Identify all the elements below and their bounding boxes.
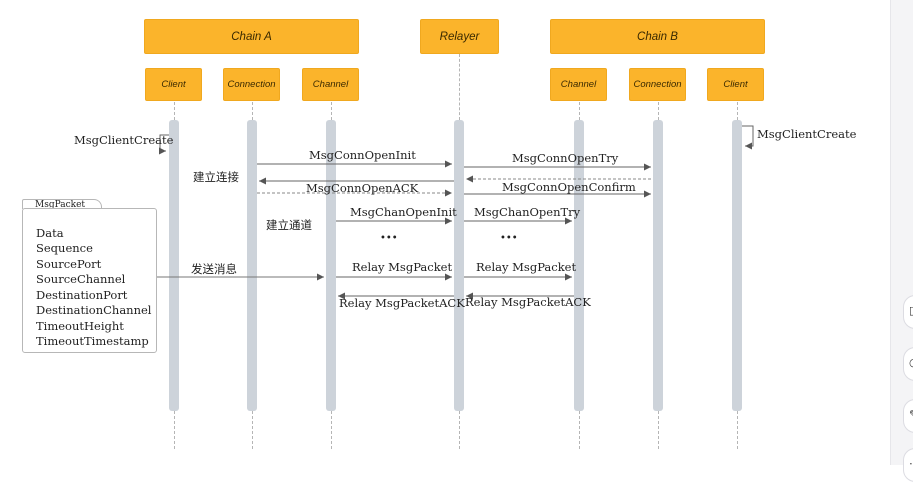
chan-open-try-label: MsgChanOpenTry [474, 205, 581, 219]
lifeline-a-connection [252, 102, 253, 120]
relay-packet-left-label: Relay MsgPacket [352, 260, 453, 274]
client-create-b-loop [742, 125, 754, 150]
right-toolbar: ▯ ◔ ✎ ⋯ [890, 0, 913, 482]
b-connection-lane [653, 120, 663, 411]
msgpacket-card [22, 208, 157, 353]
relayer-header: Relayer [420, 19, 499, 54]
a-client-lane [169, 120, 179, 411]
client-create-a-loop [159, 134, 169, 155]
b-client-lane [732, 120, 742, 411]
packet-field: SourceChannel [36, 272, 126, 286]
lifeline-b-client-bottom [737, 411, 738, 449]
packet-field: DestinationChannel [36, 303, 152, 317]
b-connection-module: Connection [629, 68, 686, 101]
lifeline-b-channel-bottom [579, 411, 580, 449]
a-channel-lane [326, 120, 336, 411]
phase-establish-channel: 建立通道 [266, 218, 312, 232]
sequence-diagram: Chain A Relayer Chain B Client Connectio… [22, 19, 857, 449]
translate-icon: ✎ [909, 408, 913, 421]
lifeline-a-channel-bottom [331, 411, 332, 449]
phase-send-message: 发送消息 [191, 262, 237, 276]
phase-establish-connection: 建立连接 [193, 170, 239, 184]
lifeline-a-client-bottom [174, 411, 175, 449]
ellipsis-left: ••• [380, 233, 398, 244]
msgpacket-title: MsgPacket [22, 199, 102, 210]
chan-open-init-label: MsgChanOpenInit [350, 205, 457, 219]
more-icon: ⋯ [909, 457, 913, 470]
chain-a-header: Chain A [144, 19, 359, 54]
a-connection-lane [247, 120, 257, 411]
a-client-module: Client [145, 68, 202, 101]
lifeline-a-connection-bottom [252, 411, 253, 449]
lifeline-b-channel [579, 102, 580, 120]
packet-field: TimeoutHeight [36, 319, 124, 333]
packet-field: Sequence [36, 241, 93, 255]
panel-toggle-button[interactable]: ▯ [903, 295, 913, 329]
ellipsis-right: ••• [500, 233, 518, 244]
b-channel-module: Channel [550, 68, 607, 101]
conn-open-init-label: MsgConnOpenInit [309, 148, 416, 162]
comment-button[interactable]: ◔ [903, 347, 913, 381]
conn-open-confirm-label: MsgConnOpenConfirm [502, 180, 636, 194]
translate-button[interactable]: ✎ [903, 399, 913, 433]
client-create-a-label: MsgClientCreate [74, 133, 174, 147]
b-channel-lane [574, 120, 584, 411]
relay-ack-right-label: Relay MsgPacketACK [465, 295, 591, 309]
b-client-module: Client [707, 68, 764, 101]
relayer-lane [454, 120, 464, 411]
a-channel-module: Channel [302, 68, 359, 101]
packet-field: TimeoutTimestamp [36, 334, 149, 348]
chain-b-header: Chain B [550, 19, 765, 54]
relay-packet-right-label: Relay MsgPacket [476, 260, 577, 274]
message-arrows [157, 125, 754, 300]
lifeline-a-channel [331, 102, 332, 120]
packet-field: DestinationPort [36, 288, 128, 302]
lifeline-a-client [174, 102, 175, 120]
packet-field: SourcePort [36, 257, 102, 271]
client-create-b-label: MsgClientCreate [757, 127, 857, 141]
lifeline-b-client [737, 102, 738, 120]
lifeline-relayer-bottom [459, 411, 460, 449]
lifeline-b-connection [658, 102, 659, 120]
packet-field: Data [36, 226, 64, 240]
panel-icon: ▯ [909, 304, 913, 317]
conn-open-ack-label: MsgConnOpenACK [306, 181, 419, 195]
lifeline-b-connection-bottom [658, 411, 659, 449]
a-connection-module: Connection [223, 68, 280, 101]
more-button[interactable]: ⋯ [903, 448, 913, 482]
relay-ack-left-label: Relay MsgPacketACK [339, 296, 465, 310]
conn-open-try-label: MsgConnOpenTry [512, 151, 619, 165]
comment-icon: ◔ [909, 356, 913, 369]
lifeline-relayer [459, 54, 460, 120]
